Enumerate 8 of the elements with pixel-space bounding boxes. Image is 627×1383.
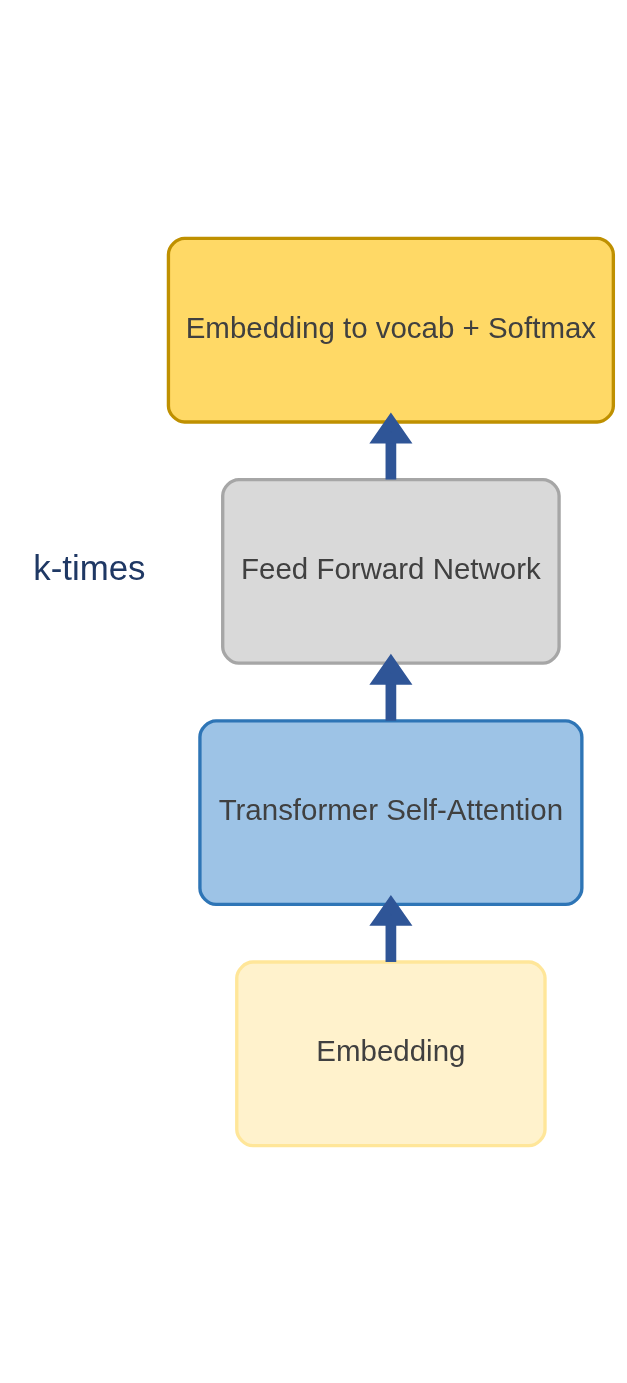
node-box: Transformer Self-Attention <box>198 718 584 906</box>
arrow <box>369 412 413 479</box>
arrow <box>369 894 413 962</box>
node-box: Embedding to vocab + Softmax <box>166 236 616 424</box>
node-box: Embedding <box>235 959 547 1147</box>
label: k-times <box>33 547 146 587</box>
arrow <box>369 653 413 721</box>
node-box: Feed Forward Network <box>221 477 561 665</box>
